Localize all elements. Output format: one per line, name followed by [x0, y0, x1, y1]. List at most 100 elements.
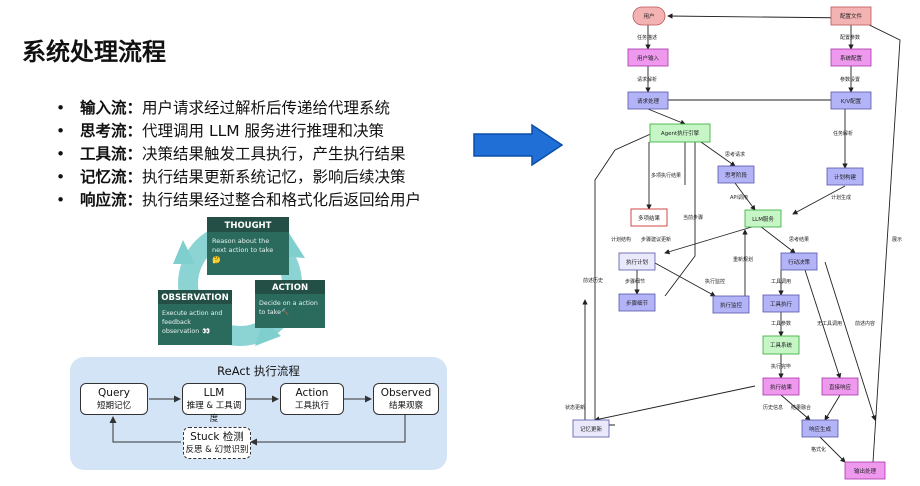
right-arrow-icon: [473, 123, 564, 167]
node-think-stage: 思考阶段: [717, 165, 755, 184]
thinking-emoji-icon: 🤔: [212, 255, 221, 264]
node-request-handle: 请求处理: [627, 91, 669, 110]
svg-text:API调用: API调用: [730, 194, 748, 201]
page-title: 系统处理流程: [22, 38, 166, 66]
node-plan-build: 计划构建: [826, 167, 864, 186]
svg-text:执行结果: 执行结果: [770, 383, 793, 391]
svg-text:多项执行结果: 多项执行结果: [651, 172, 681, 179]
svg-text:步骤细节: 步骤细节: [626, 299, 649, 307]
svg-text:配置文件: 配置文件: [840, 12, 863, 20]
observation-desc-line1: Execute action and: [162, 310, 222, 317]
svg-text:状态更新: 状态更新: [565, 404, 585, 411]
svg-text:结果融合: 结果融合: [791, 404, 811, 411]
svg-text:步骤细节: 步骤细节: [625, 278, 645, 285]
react-flow-title: ReAct 执行流程: [217, 364, 300, 378]
node-direct-response: 直接响应: [821, 377, 859, 396]
node-tool-exec: 工具执行: [762, 294, 800, 313]
svg-text:记忆更新: 记忆更新: [580, 425, 603, 433]
svg-text:历史信息: 历史信息: [763, 404, 783, 411]
svg-text:K/V配置: K/V配置: [841, 98, 862, 105]
node-multi-result: 多项结果: [630, 208, 668, 227]
bullet-tool-flow: 工具流：决策结果触发工具执行，产生执行结果: [56, 143, 421, 166]
node-action-decide: 行动决策: [780, 252, 818, 271]
hammer-emoji-icon: 🔨: [281, 308, 289, 316]
svg-text:行动决策: 行动决策: [788, 258, 811, 266]
svg-text:响应生成: 响应生成: [809, 425, 832, 433]
svg-text:计划结构: 计划结构: [611, 236, 631, 243]
thought-card: THOUGHT Reason about the next action to …: [207, 217, 289, 275]
observation-desc-line2: feedback: [162, 319, 191, 326]
flow-edge-labels: 任务描述 配置参数 请求解析 参数设置 任务解析 思考请求 多项执行结果 API…: [565, 34, 902, 453]
node-tool-system: 工具系统: [762, 335, 800, 355]
action-title: ACTION: [272, 283, 308, 293]
observation-card: OBSERVATION Execute action and feedback …: [158, 290, 232, 345]
bullet-response-flow: 响应流：执行结果经过整合和格式化后返回给用户: [56, 189, 421, 212]
node-user-input: 用户输入: [627, 48, 669, 67]
node-agent-engine: Agent执行引擎: [649, 123, 711, 143]
node-kv-config: K/V配置: [830, 91, 872, 110]
svg-text:LLM服务: LLM服务: [752, 215, 774, 223]
thought-desc-line2: next action to take: [212, 246, 273, 254]
svg-text:前述内容: 前述内容: [855, 320, 875, 327]
svg-text:展示: 展示: [892, 237, 902, 243]
svg-text:用户: 用户: [643, 12, 654, 20]
node-llm-service: LLM服务: [744, 209, 782, 228]
action-desc-line2: to take: [259, 309, 281, 316]
node-user: 用户: [632, 6, 666, 26]
stuck-detection-node: Stuck 检测反思 & 幻觉识别: [183, 427, 251, 459]
node-exec-result: 执行结果: [762, 377, 800, 396]
flow-summary-list: 输入流：用户请求经过解析后传递给代理系统 思考流：代理调用 LLM 服务进行推理…: [56, 97, 421, 212]
svg-text:当前步骤: 当前步骤: [683, 214, 703, 221]
svg-text:任务描述: 任务描述: [637, 34, 657, 41]
svg-text:格式化: 格式化: [811, 446, 826, 453]
svg-text:配置参数: 配置参数: [840, 34, 860, 41]
thought-desc-line1: Reason about the: [212, 237, 269, 245]
node-memory-update: 记忆更新: [572, 419, 610, 438]
svg-text:执行监控: 执行监控: [705, 278, 725, 285]
svg-text:思考请求: 思考请求: [725, 151, 745, 158]
svg-text:直接响应: 直接响应: [829, 383, 852, 391]
svg-text:思考结果: 思考结果: [789, 236, 809, 243]
node-response-gen: 响应生成: [801, 419, 839, 438]
svg-text:工具调用: 工具调用: [771, 278, 791, 285]
observation-title: OBSERVATION: [161, 293, 228, 303]
svg-text:系统配置: 系统配置: [840, 54, 863, 62]
bullet-memory-flow: 记忆流：执行结果更新系统记忆，影响后续决策: [56, 166, 421, 189]
svg-text:思考阶段: 思考阶段: [725, 171, 748, 179]
node-step-detail: 步骤细节: [618, 293, 656, 312]
node-exec-plan: 执行计划: [618, 252, 656, 271]
svg-text:请求处理: 请求处理: [637, 97, 660, 105]
node-exec-monitor: 执行监控: [712, 295, 750, 314]
svg-text:多项结果: 多项结果: [638, 214, 661, 222]
node-output-handle: 输出处理: [844, 461, 886, 480]
svg-text:工具系统: 工具系统: [770, 341, 793, 349]
svg-text:无工具调用: 无工具调用: [817, 320, 842, 327]
svg-text:计划构建: 计划构建: [834, 173, 857, 181]
svg-text:任务解析: 任务解析: [833, 130, 853, 137]
svg-text:步骤建议更新: 步骤建议更新: [641, 236, 671, 243]
node-system-config: 系统配置: [830, 48, 872, 67]
react-cycle-diagram: THOUGHT Reason about the next action to …: [158, 217, 325, 346]
svg-text:执行完毕: 执行完毕: [771, 363, 791, 370]
svg-text:工具执行: 工具执行: [770, 300, 793, 308]
bullet-think-flow: 思考流：代理调用 LLM 服务进行推理和决策: [56, 120, 421, 143]
svg-text:请求解析: 请求解析: [637, 76, 657, 83]
system-flow-diagram: .e { fill:none; stroke:#222; stroke-widt…: [565, 6, 902, 480]
svg-text:执行监控: 执行监控: [720, 301, 743, 309]
svg-text:工具参数: 工具参数: [771, 320, 791, 327]
svg-text:计划生成: 计划生成: [831, 194, 851, 201]
svg-text:执行计划: 执行计划: [626, 258, 648, 266]
svg-text:Agent执行引擎: Agent执行引擎: [661, 129, 700, 137]
svg-text:重新规划: 重新规划: [733, 256, 753, 263]
svg-text:输出处理: 输出处理: [854, 467, 877, 475]
svg-text:用户输入: 用户输入: [637, 54, 660, 62]
svg-text:前述历史: 前述历史: [583, 277, 603, 284]
eyes-emoji-icon: 👀: [202, 327, 210, 335]
react-flow-arrows: [109, 395, 406, 446]
bullet-input-flow: 输入流：用户请求经过解析后传递给代理系统: [56, 97, 421, 120]
